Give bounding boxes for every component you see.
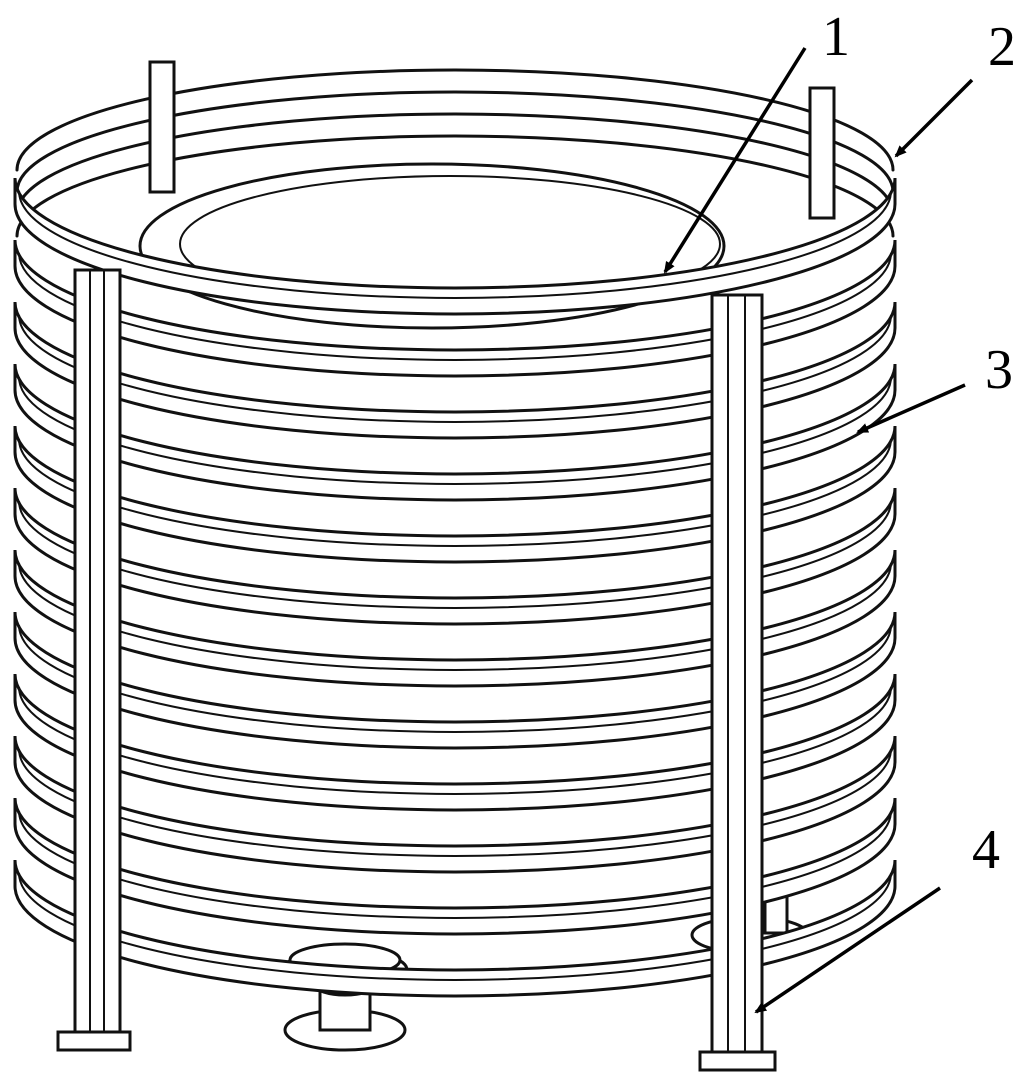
ring-band bbox=[13, 425, 897, 564]
ring-band-edge bbox=[18, 562, 892, 671]
right-post bbox=[698, 293, 777, 1072]
ring-band bbox=[13, 363, 897, 502]
ring-band bbox=[13, 735, 897, 874]
leader-4 bbox=[754, 886, 941, 1014]
callout-leaders bbox=[663, 47, 974, 1014]
ring-band-edge bbox=[18, 438, 892, 547]
ring-band bbox=[13, 487, 897, 626]
ring-band-edge bbox=[18, 624, 892, 733]
leader-1 bbox=[663, 47, 807, 274]
ring-band-edge bbox=[18, 252, 892, 361]
ring-band-edge bbox=[18, 500, 892, 609]
ring-band-edge bbox=[18, 190, 892, 299]
callout-label-4: 4 bbox=[972, 819, 1000, 881]
ring-band-edge bbox=[18, 872, 892, 981]
back-rings bbox=[15, 68, 895, 238]
ring-band bbox=[13, 239, 897, 378]
ring-band bbox=[13, 549, 897, 688]
left-post bbox=[56, 268, 132, 1052]
leader-2 bbox=[894, 78, 974, 158]
ring-band-edge bbox=[18, 376, 892, 485]
ring-band-edge bbox=[18, 314, 892, 423]
back-ring-arc bbox=[15, 112, 895, 216]
callout-label-2: 2 bbox=[988, 16, 1016, 78]
front-rings bbox=[13, 177, 897, 998]
ring-band bbox=[13, 611, 897, 750]
back-ring-arc bbox=[15, 90, 895, 194]
callout-label-1: 1 bbox=[822, 6, 850, 68]
callout-label-3: 3 bbox=[985, 339, 1013, 401]
ring-band bbox=[13, 797, 897, 936]
leader-3 bbox=[856, 383, 966, 434]
ring-band-edge bbox=[18, 810, 892, 919]
ring-band bbox=[13, 177, 897, 316]
ring-band bbox=[13, 859, 897, 998]
ring-band bbox=[13, 673, 897, 812]
ring-band-edge bbox=[18, 748, 892, 857]
back-ring-arc bbox=[15, 134, 895, 238]
ring-band-edge bbox=[18, 686, 892, 795]
ring-band bbox=[13, 301, 897, 440]
back-ring-arc bbox=[15, 68, 895, 172]
top-brackets bbox=[148, 60, 836, 220]
